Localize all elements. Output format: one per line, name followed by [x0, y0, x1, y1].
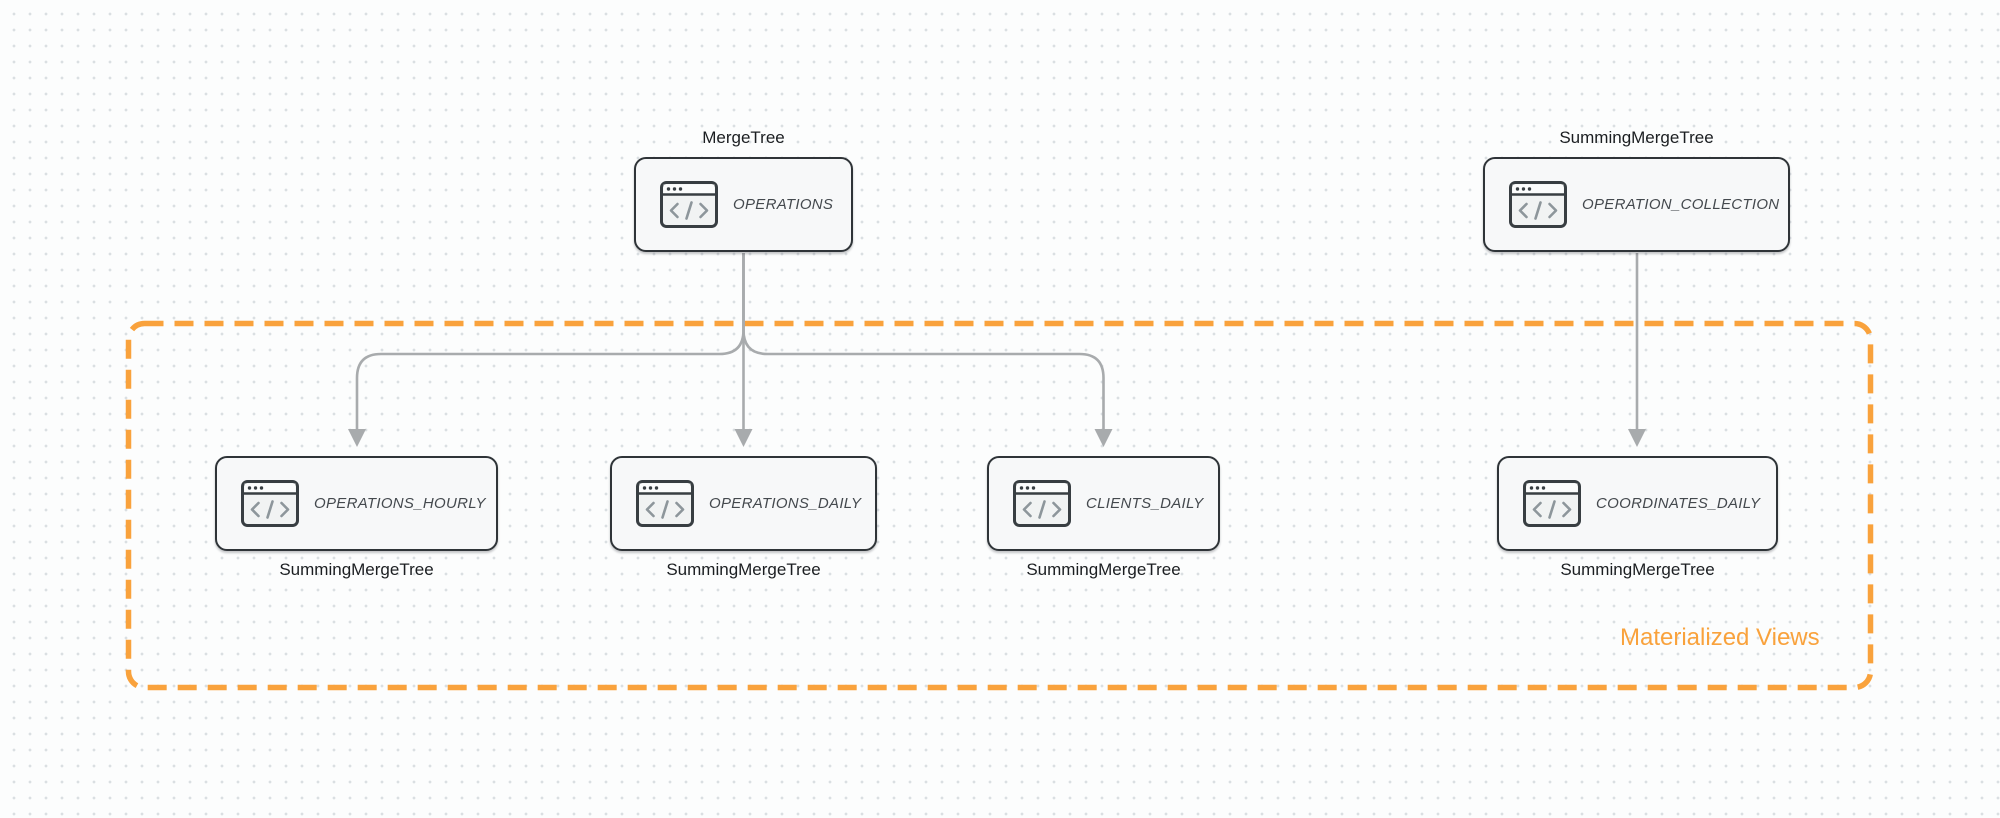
arrowhead-icon — [1094, 429, 1113, 447]
edge-operations-to-clients-daily — [742, 253, 1105, 430]
code-window-icon — [1523, 480, 1581, 527]
table-name: OPERATION_COLLECTION — [1582, 196, 1780, 213]
table-node-coordinates-daily[interactable]: SummingMergeTree COORDINATES_DAILY — [1497, 456, 1778, 579]
code-window-icon — [1013, 480, 1071, 527]
table-name: OPERATIONS — [733, 196, 834, 213]
engine-label: SummingMergeTree — [666, 560, 821, 579]
arrowhead-icon — [734, 429, 753, 447]
arrowhead-icon — [348, 429, 366, 447]
engine-label: SummingMergeTree — [1560, 560, 1715, 579]
table-node-clients-daily[interactable]: SummingMergeTree CLIENTS_DAILY — [987, 456, 1220, 579]
table-name: COORDINATES_DAILY — [1596, 495, 1761, 512]
code-window-icon — [636, 480, 694, 527]
arrowhead-icon — [1628, 429, 1646, 447]
engine-label: SummingMergeTree — [1026, 560, 1181, 579]
engine-label: SummingMergeTree — [1559, 128, 1714, 147]
edge-operations-to-operations-hourly — [355, 253, 745, 430]
engine-label: MergeTree — [702, 128, 785, 147]
table-node-operations-daily[interactable]: SummingMergeTree OPERATIONS_DAILY — [610, 456, 877, 579]
code-window-icon — [660, 181, 718, 228]
table-name: OPERATIONS_DAILY — [709, 495, 862, 512]
table-node-operations[interactable]: MergeTree OPERATIONS — [634, 128, 853, 252]
table-node-operation-collection[interactable]: SummingMergeTree OPERATION_COLLECTION — [1483, 128, 1790, 252]
table-node-operations-hourly[interactable]: SummingMergeTree OPERATIONS_HOURLY — [215, 456, 498, 579]
code-window-icon — [241, 480, 299, 527]
table-name: OPERATIONS_HOURLY — [314, 495, 486, 512]
materialized-views-group-label: Materialized Views — [1620, 624, 1820, 651]
code-window-icon — [1509, 181, 1567, 228]
table-name: CLIENTS_DAILY — [1086, 495, 1204, 512]
engine-label: SummingMergeTree — [279, 560, 434, 579]
